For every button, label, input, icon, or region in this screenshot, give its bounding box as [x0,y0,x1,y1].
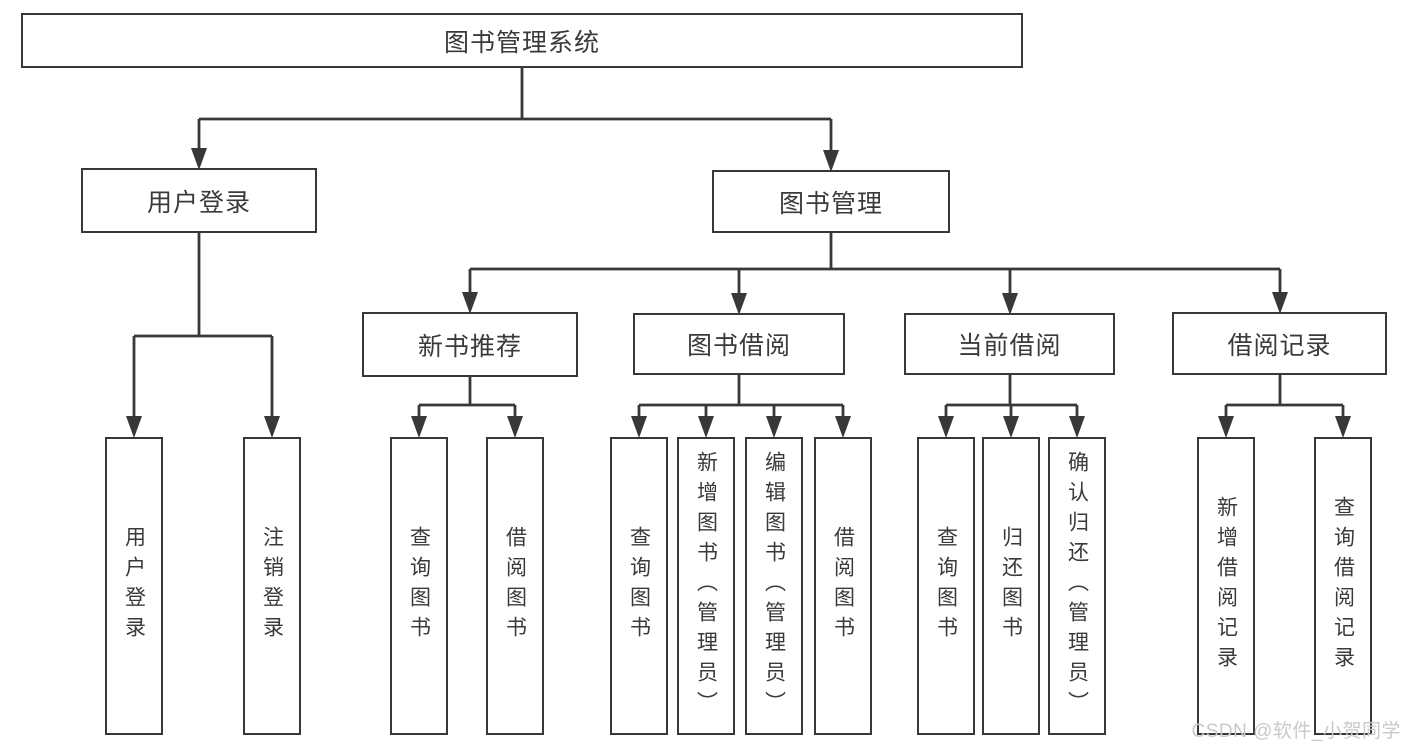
node-label: 新书推荐 [417,332,522,361]
node-label: 图书管理系统 [443,28,600,57]
arrowhead [766,416,782,438]
arrowhead [938,416,954,438]
node-label: 图书借阅 [686,332,791,360]
leaf-label: 新增图书（管理员） [694,451,718,721]
node-label: 用户登录 [146,188,251,217]
node-label: 图书管理 [778,189,883,218]
arrowhead [507,416,523,438]
leaf-add-books-admin: 新增图书（管理员） [677,437,735,735]
arrowhead [823,150,839,172]
arrowhead [731,293,747,315]
leaf-label: 查询图书 [407,526,431,646]
leaf-label: 借阅图书 [503,526,527,646]
arrowhead [126,416,142,438]
node-label: 借阅记录 [1227,331,1332,360]
leaf-label: 借阅图书 [831,526,855,646]
leaf-borrow-books: 借阅图书 [486,437,544,735]
node-new-book-recommendation: 新书推荐 [362,312,578,377]
arrowhead [411,416,427,438]
node-current-borrowing: 当前借阅 [904,313,1115,375]
leaf-label: 编辑图书（管理员） [762,451,786,721]
leaf-user-login: 用户登录 [105,437,163,735]
leaf-label: 归还图书 [999,526,1023,646]
node-library-management-system: 图书管理系统 [21,13,1023,68]
leaf-query-books: 查询图书 [610,437,668,735]
arrowhead [191,148,207,170]
arrowhead [835,416,851,438]
arrowhead [698,416,714,438]
node-label: 当前借阅 [957,332,1062,360]
leaf-label: 查询图书 [934,526,958,646]
csdn-watermark: CSDN @软件_小贺同学 [1191,721,1401,742]
leaf-add-borrow-record: 新增借阅记录 [1197,437,1255,735]
leaf-label: 查询借阅记录 [1331,496,1355,676]
arrowhead [1335,416,1351,438]
leaf-label: 新增借阅记录 [1214,496,1238,676]
node-book-management: 图书管理 [712,170,950,233]
arrowhead [462,292,478,314]
arrowhead [1002,293,1018,315]
arrowhead [631,416,647,438]
leaf-query-borrow-record: 查询借阅记录 [1314,437,1372,735]
leaf-confirm-return-admin: 确认归还（管理员） [1048,437,1106,735]
arrowhead [1069,416,1085,438]
node-user-login: 用户登录 [81,168,317,233]
leaf-borrow-books: 借阅图书 [814,437,872,735]
arrowhead [264,416,280,438]
leaf-query-books: 查询图书 [917,437,975,735]
leaf-query-books: 查询图书 [390,437,448,735]
arrowhead [1003,416,1019,438]
leaf-label: 注销登录 [260,526,284,646]
arrowheads [126,148,1351,438]
leaf-return-books: 归还图书 [982,437,1040,735]
leaf-label: 用户登录 [122,526,146,646]
node-book-borrowing: 图书借阅 [633,313,845,375]
leaf-label: 确认归还（管理员） [1065,451,1089,721]
leaf-logout: 注销登录 [243,437,301,735]
arrowhead [1218,416,1234,438]
leaf-label: 查询图书 [627,526,651,646]
leaf-edit-books-admin: 编辑图书（管理员） [745,437,803,735]
arrowhead [1272,292,1288,314]
node-borrowing-records: 借阅记录 [1172,312,1387,375]
